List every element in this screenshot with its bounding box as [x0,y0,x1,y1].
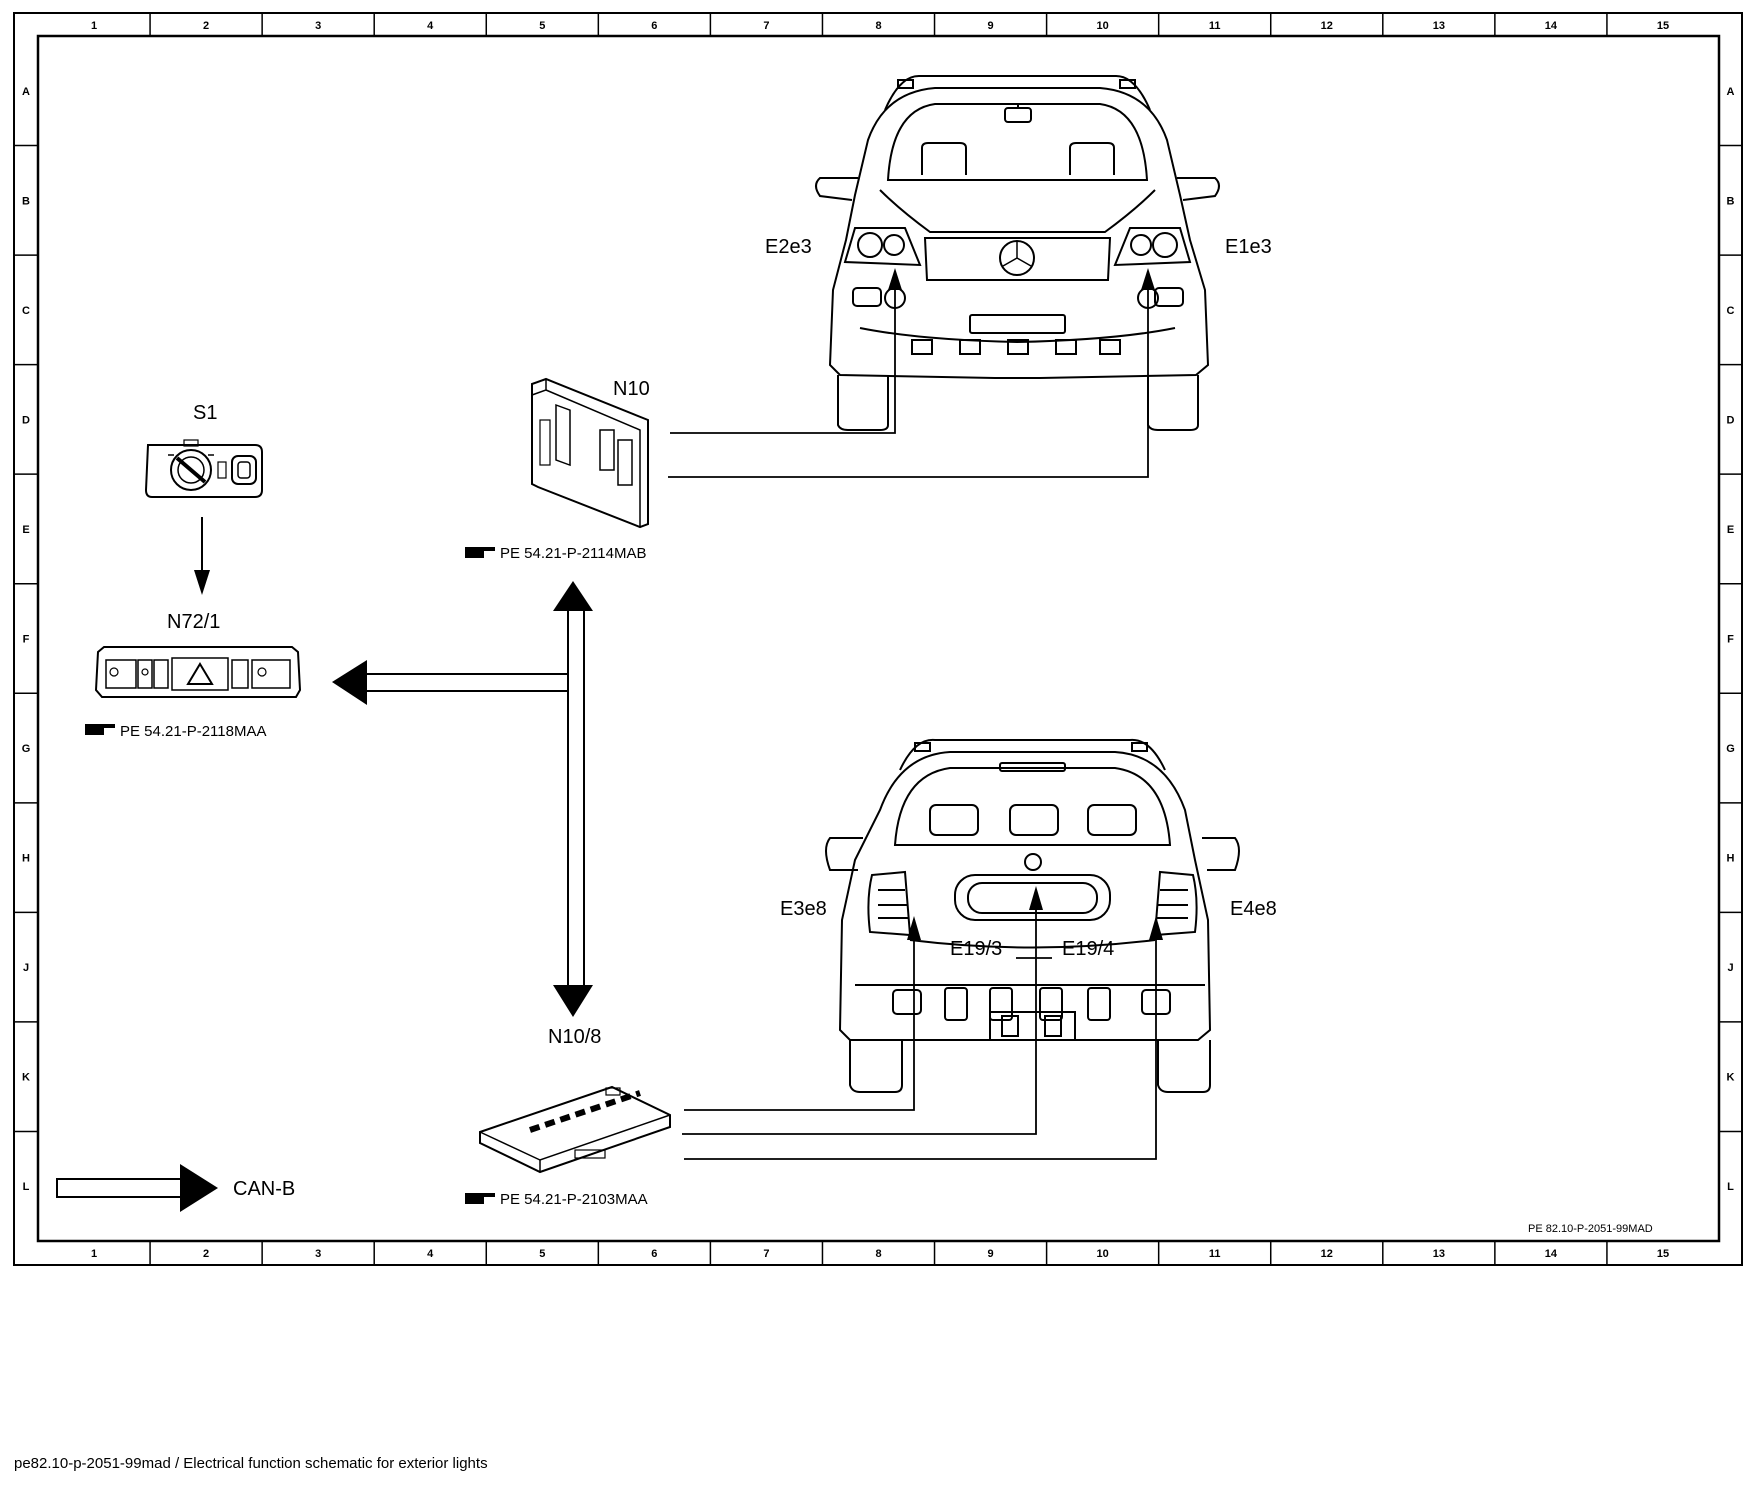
grid-col-top-label: 11 [1209,20,1221,32]
label-n72-1: N72/1 [167,611,220,633]
grid-row-right-label: D [1727,414,1735,426]
grid-row-left-label: E [22,524,29,536]
grid-row-left-label: H [22,853,30,865]
label-n10-8: N10/8 [548,1026,601,1048]
grid-col-top-label: 3 [315,20,321,32]
grid-col-top-label: 5 [539,20,545,32]
grid-col-bottom-label: 3 [315,1248,321,1260]
grid-col-bottom-label: 15 [1657,1248,1669,1260]
wires-n10-to-front-lamps [668,268,1155,478]
label-e3e8: E3e8 [780,898,827,920]
grid-col-bottom-label: 11 [1209,1248,1221,1260]
grid-col-bottom-label: 7 [763,1248,769,1260]
ref-n10: PE 54.21-P-2114MAB [465,545,646,562]
grid-row-left-label: L [23,1181,30,1193]
grid-col-top-label: 6 [651,20,657,32]
label-e1e3: E1e3 [1225,236,1272,258]
label-s1: S1 [193,402,217,424]
reference-hand-icon [465,1193,495,1204]
grid-col-top-label: 7 [763,20,769,32]
grid-col-bottom-label: 8 [875,1248,881,1260]
grid-col-top-label: 9 [988,20,994,32]
ref-text-n72-1: PE 54.21-P-2118MAA [120,723,266,740]
grid-row-left-label: K [22,1072,30,1084]
grid-row-right-label: B [1727,195,1735,207]
grid-col-top-label: 15 [1657,20,1669,32]
grid-col-bottom-label: 6 [651,1248,657,1260]
arrow-s1-to-n72-1 [194,517,210,595]
grid-col-top-label: 12 [1321,20,1333,32]
grid-col-top-label: 13 [1433,20,1445,32]
grid-row-right-label: E [1727,524,1734,536]
upper-control-panel-n72-1: N72/1 [94,611,302,698]
grid-col-bottom-label: 2 [203,1248,209,1260]
grid-row-right-label: G [1726,743,1735,755]
vehicle-rear-view [825,738,1240,1093]
grid-col-top-label: 8 [875,20,881,32]
vehicle-front-view [815,74,1220,431]
grid-rows-right: A B C D E F G H J K L [1719,86,1742,1193]
inner-frame [36,34,1721,1243]
grid-row-right-label: L [1727,1181,1734,1193]
grid-col-top-label: 10 [1097,20,1109,32]
can-b-bus [332,581,593,1017]
grid-row-left-label: G [22,743,31,755]
legend-can-b: CAN-B [56,1164,295,1212]
grid-col-top-label: 2 [203,20,209,32]
light-switch-s1: S1 [144,402,263,498]
grid-col-bottom-label: 4 [427,1248,434,1260]
front-sam-n10: N10 [531,377,650,529]
grid-row-left-label: B [22,195,30,207]
label-n10: N10 [613,378,650,400]
grid-row-left-label: D [22,414,30,426]
label-e4e8: E4e8 [1230,898,1277,920]
ref-text-n10: PE 54.21-P-2114MAB [500,545,646,562]
rear-sam-n10-8: N10/8 [479,1026,671,1174]
document-id: PE 82.10-P-2051-99MAD [1528,1223,1653,1235]
reference-hand-icon [465,547,495,558]
grid-col-top-label: 1 [91,20,97,32]
grid-col-bottom-label: 10 [1097,1248,1109,1260]
grid-row-right-label: F [1727,634,1734,646]
grid-row-right-label: H [1727,853,1735,865]
ref-n72-1: PE 54.21-P-2118MAA [85,723,266,740]
reference-hand-icon [85,724,115,735]
ref-text-n10-8: PE 54.21-P-2103MAA [500,1191,648,1208]
ref-n10-8: PE 54.21-P-2103MAA [465,1191,648,1208]
grid-col-top-label: 14 [1545,20,1558,32]
grid-row-left-label: F [23,634,30,646]
grid-col-bottom-label: 14 [1545,1248,1558,1260]
grid-row-left-label: J [23,962,29,974]
grid-col-top-label: 4 [427,20,434,32]
label-e2e3: E2e3 [765,236,812,258]
grid-col-bottom-label: 1 [91,1248,97,1260]
schematic-caption: pe82.10-p-2051-99mad / Electrical functi… [14,1455,488,1472]
grid-col-bottom-label: 12 [1321,1248,1333,1260]
grid-row-left-label: C [22,305,30,317]
grid-rows-left: A B C D E F G H J K L [14,86,38,1193]
grid-row-left-label: A [22,86,30,98]
grid-row-right-label: K [1727,1072,1735,1084]
grid-row-right-label: A [1727,86,1735,98]
outer-frame [13,12,1743,1266]
grid-col-bottom-label: 9 [988,1248,994,1260]
label-e19-3: E19/3 [950,938,1002,960]
grid-col-bottom-label: 13 [1433,1248,1445,1260]
legend-label-can-b: CAN-B [233,1178,295,1200]
label-e19-4: E19/4 [1062,938,1114,960]
grid-row-right-label: J [1727,962,1733,974]
grid-row-right-label: C [1727,305,1735,317]
grid-col-bottom-label: 5 [539,1248,545,1260]
wires-n10-8-to-rear-lamps [682,886,1163,1160]
